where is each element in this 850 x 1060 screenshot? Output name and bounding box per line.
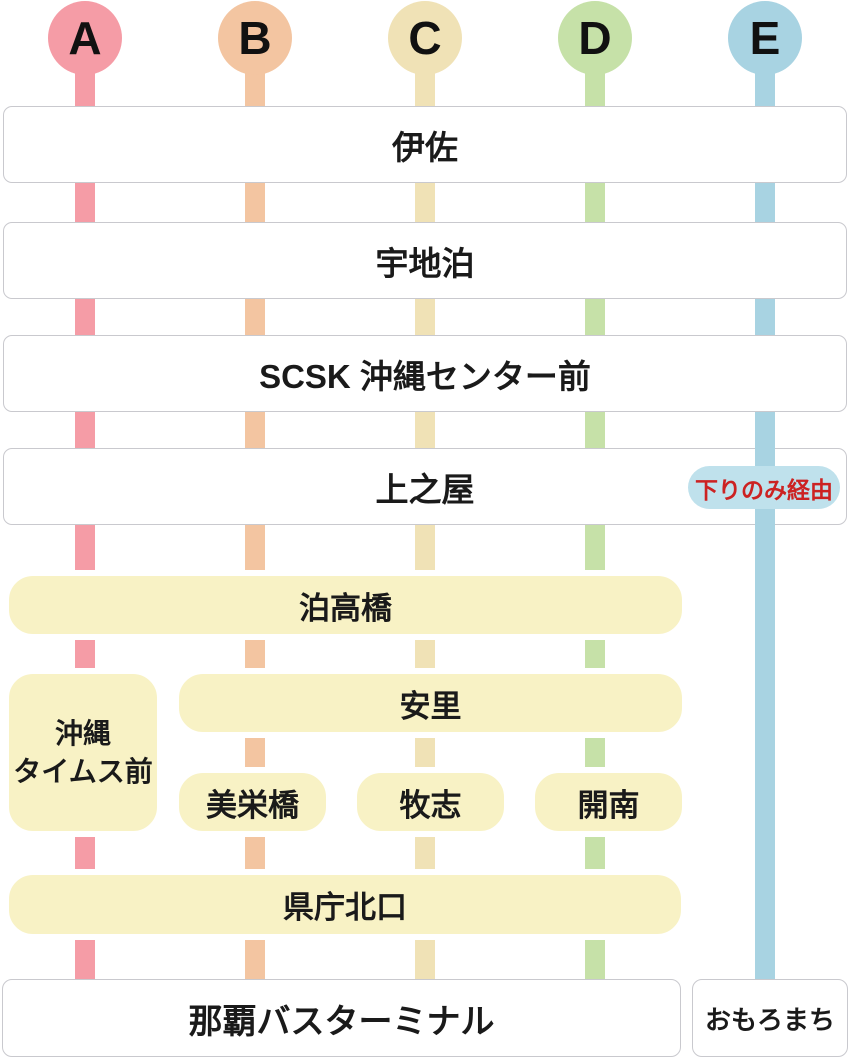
station-naha-label: 那覇バスターミナル [188, 1002, 495, 1041]
station-uenoya: 上之屋 [3, 448, 847, 525]
route-b-badge: B [218, 1, 292, 75]
station-tomari-label: 泊高橋 [299, 590, 392, 626]
station-scsk-label: SCSK 沖縄センター前 [259, 357, 591, 395]
station-times-label: 沖縄 タイムス前 [13, 715, 152, 791]
station-asato: 安里 [173, 668, 688, 738]
station-isa-label: 伊佐 [392, 128, 458, 166]
route-e-badge: E [728, 1, 802, 75]
station-uchidomari-label: 宇地泊 [375, 244, 475, 282]
station-kencho-label: 県庁北口 [283, 890, 407, 925]
station-naha-bus-terminal: 那覇バスターミナル [2, 979, 681, 1057]
station-isa: 伊佐 [3, 106, 847, 183]
station-kainan-label: 開南 [577, 787, 640, 823]
downbound-only-badge-label: 下りのみ経由 [695, 476, 833, 503]
station-kencho-kitaguchi: 県庁北口 [3, 869, 687, 940]
station-omoromachi: おもろまち [692, 979, 848, 1057]
route-e-label: E [749, 12, 781, 64]
route-c-label: C [408, 12, 442, 64]
route-a-label: A [68, 12, 102, 64]
station-uchidomari: 宇地泊 [3, 222, 847, 299]
station-makishi-label: 牧志 [399, 787, 462, 823]
station-kainan: 開南 [529, 767, 688, 837]
route-b-label: B [238, 12, 272, 64]
station-times-line2: タイムス前 [13, 755, 153, 787]
station-makishi: 牧志 [351, 767, 510, 837]
station-uenoya-label: 上之屋 [375, 470, 475, 508]
station-asato-label: 安里 [399, 688, 462, 724]
route-c-badge: C [388, 1, 462, 75]
route-a-badge: A [48, 1, 122, 75]
downbound-only-badge: 下りのみ経由 [688, 466, 840, 509]
station-okinawa-times-mae: 沖縄 タイムス前 [3, 668, 163, 837]
station-miebashi-label: 美栄橋 [206, 787, 299, 823]
station-omoro-label: おもろまち [704, 1004, 835, 1035]
station-scsk-okinawa-center-mae: SCSK 沖縄センター前 [3, 335, 847, 412]
station-miebashi: 美栄橋 [173, 767, 332, 837]
station-times-line1: 沖縄 [54, 717, 111, 749]
station-tomari-takabashi: 泊高橋 [3, 570, 688, 640]
route-d-badge: D [558, 1, 632, 75]
route-d-label: D [578, 12, 612, 64]
